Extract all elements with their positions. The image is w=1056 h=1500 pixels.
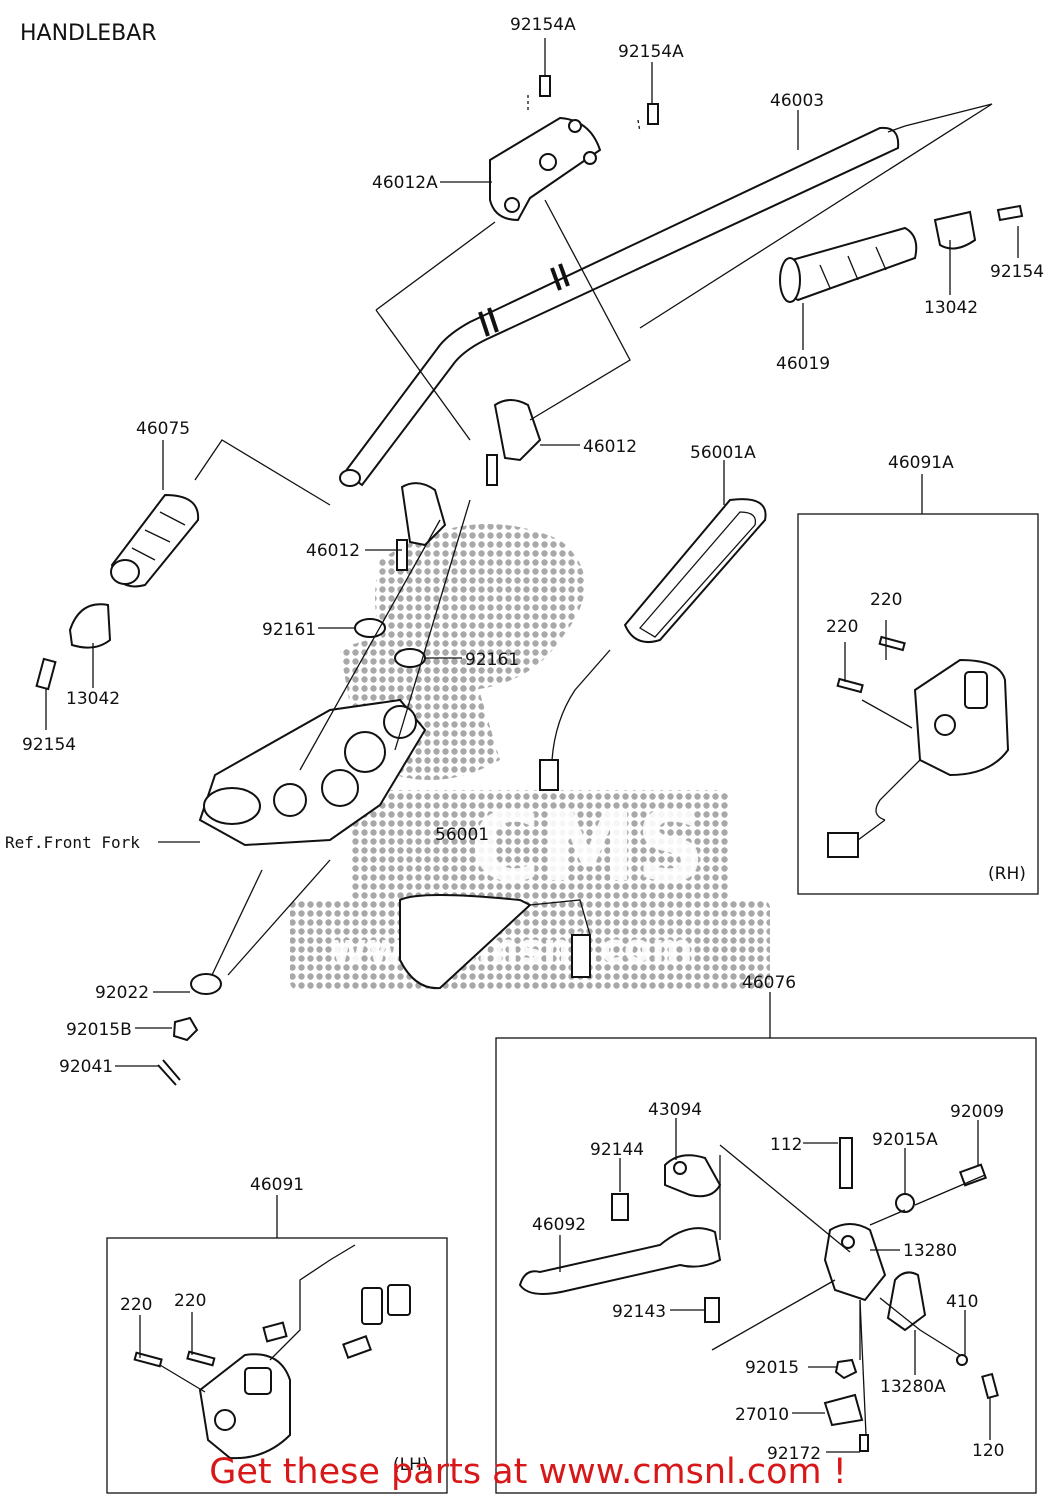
- callout-92015A: 92015A: [872, 1130, 938, 1150]
- leader-lines: [45, 38, 1019, 1453]
- callout-56001A: 56001A: [690, 443, 756, 463]
- callout-92041: 92041: [59, 1057, 113, 1077]
- footer-link-text[interactable]: Get these parts at www.cmsnl.com !: [209, 1452, 847, 1492]
- callout-92161-a: 92161: [262, 620, 316, 640]
- diagram-title: HANDLEBAR: [20, 21, 157, 46]
- switch-rh-box: [797, 513, 1039, 895]
- washer-92022: [190, 973, 222, 995]
- callout-220-lh-b: 220: [174, 1291, 206, 1311]
- grip-46019: [779, 226, 918, 303]
- pin-92041: [157, 1059, 181, 1086]
- mirror-56001A: [539, 498, 767, 791]
- handlebar-46003: [339, 103, 993, 487]
- grip-end-13042-left: [68, 603, 112, 649]
- grip-46075: [110, 493, 200, 588]
- callout-43094: 43094: [648, 1100, 702, 1120]
- callout-13280A: 13280A: [880, 1377, 946, 1397]
- callout-46003: 46003: [770, 91, 824, 111]
- grip-end-13042-right: [933, 210, 977, 250]
- switch-46091A: [827, 635, 1010, 858]
- callout-92154-left: 92154: [22, 735, 76, 755]
- washer-92161-a: [354, 618, 386, 638]
- upper-holder-46012A: [489, 75, 659, 222]
- callout-46092: 46092: [532, 1215, 586, 1235]
- callout-220-rh-b: 220: [826, 617, 858, 637]
- mirror-56001: [399, 894, 591, 990]
- callout-92154A-b: 92154A: [618, 42, 684, 62]
- callout-13042-left: 13042: [66, 689, 120, 709]
- watermark-text: CMS: [470, 791, 705, 903]
- callout-rh: (RH): [988, 864, 1026, 884]
- callout-labels: HANDLEBAR 92154A 92154A 46003 46012A 921…: [5, 15, 1044, 1475]
- callout-46091: 46091: [250, 1175, 304, 1195]
- callout-220-lh-a: 220: [120, 1295, 152, 1315]
- callout-56001: 56001: [435, 825, 489, 845]
- callout-92015: 92015: [745, 1358, 799, 1378]
- callout-92161-b: 92161: [465, 650, 519, 670]
- callout-13042-right: 13042: [924, 298, 978, 318]
- callout-46012-right: 46012: [583, 437, 637, 457]
- callout-120: 120: [972, 1441, 1004, 1461]
- callout-92015B: 92015B: [66, 1020, 132, 1040]
- lower-holder-46012-right: [486, 399, 542, 486]
- callout-92143: 92143: [612, 1302, 666, 1322]
- lever-assembly-box: [495, 1037, 1037, 1494]
- callout-92154A-a: 92154A: [510, 15, 576, 35]
- svg-text:www.cmsnl.com: www.cmsnl.com: [330, 926, 693, 972]
- callout-ref-front-fork: Ref.Front Fork: [5, 833, 140, 852]
- callout-lh: (LH): [393, 1455, 429, 1475]
- callout-410: 410: [946, 1292, 978, 1312]
- callout-46091A: 46091A: [888, 453, 954, 473]
- callout-92009: 92009: [950, 1102, 1004, 1122]
- callout-92172: 92172: [767, 1444, 821, 1464]
- bolt-92154-right: [996, 204, 1024, 222]
- callout-46075: 46075: [136, 419, 190, 439]
- callout-112: 112: [770, 1135, 802, 1155]
- callout-46012A: 46012A: [372, 173, 438, 193]
- nut-92015B: [172, 1016, 199, 1042]
- switch-46091: [133, 1244, 411, 1460]
- callout-92144: 92144: [590, 1140, 644, 1160]
- bolt-92154-left: [35, 657, 57, 691]
- callout-46076: 46076: [742, 973, 796, 993]
- fork-bracket: [198, 698, 427, 847]
- callout-46012-left: 46012: [306, 541, 360, 561]
- callout-220-rh-a: 220: [870, 590, 902, 610]
- callout-92022: 92022: [95, 983, 149, 1003]
- callout-27010: 27010: [735, 1405, 789, 1425]
- callout-46019: 46019: [776, 354, 830, 374]
- callout-92154-right: 92154: [990, 262, 1044, 282]
- callout-13280: 13280: [903, 1241, 957, 1261]
